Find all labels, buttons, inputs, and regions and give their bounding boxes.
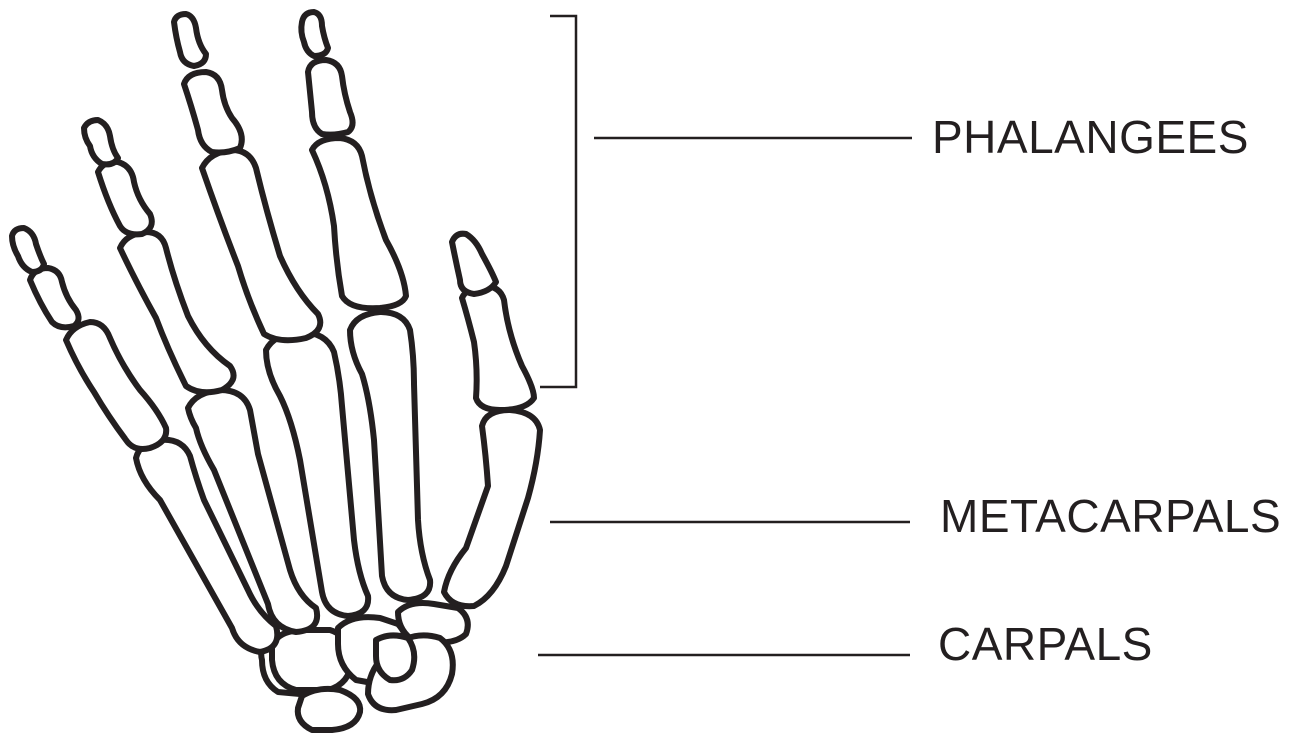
phalanx-middle-ring [98, 162, 152, 235]
phalanx-middle-middle [184, 72, 242, 153]
phalanx-middle-index [308, 60, 353, 135]
metacarpal-index-finger [350, 312, 430, 600]
label-phalanges: PHALANGEES [932, 111, 1249, 163]
phalanx-proximal-index [312, 138, 406, 308]
phalanx-distal-little [12, 228, 44, 272]
phalanx-distal-index [301, 12, 328, 56]
phalanx-distal-middle [174, 14, 206, 66]
label-metacarpals: METACARPALS [940, 490, 1281, 542]
metacarpal-thumb [444, 410, 540, 606]
phalanx-proximal-middle [202, 150, 320, 340]
phalanges-bracket [540, 16, 576, 387]
bracket-line [540, 16, 576, 387]
label-carpals: CARPALS [938, 618, 1153, 670]
carpal-bone [298, 689, 360, 730]
carpal-bone [376, 635, 414, 680]
phalanx-distal-ring [84, 120, 118, 164]
phalanx-proximal-thumb [462, 286, 534, 410]
phalanx-distal-thumb [452, 234, 496, 294]
phalanx-middle-little [30, 268, 79, 327]
phalanx-proximal-little [66, 322, 166, 449]
phalanx-proximal-ring [120, 232, 234, 392]
